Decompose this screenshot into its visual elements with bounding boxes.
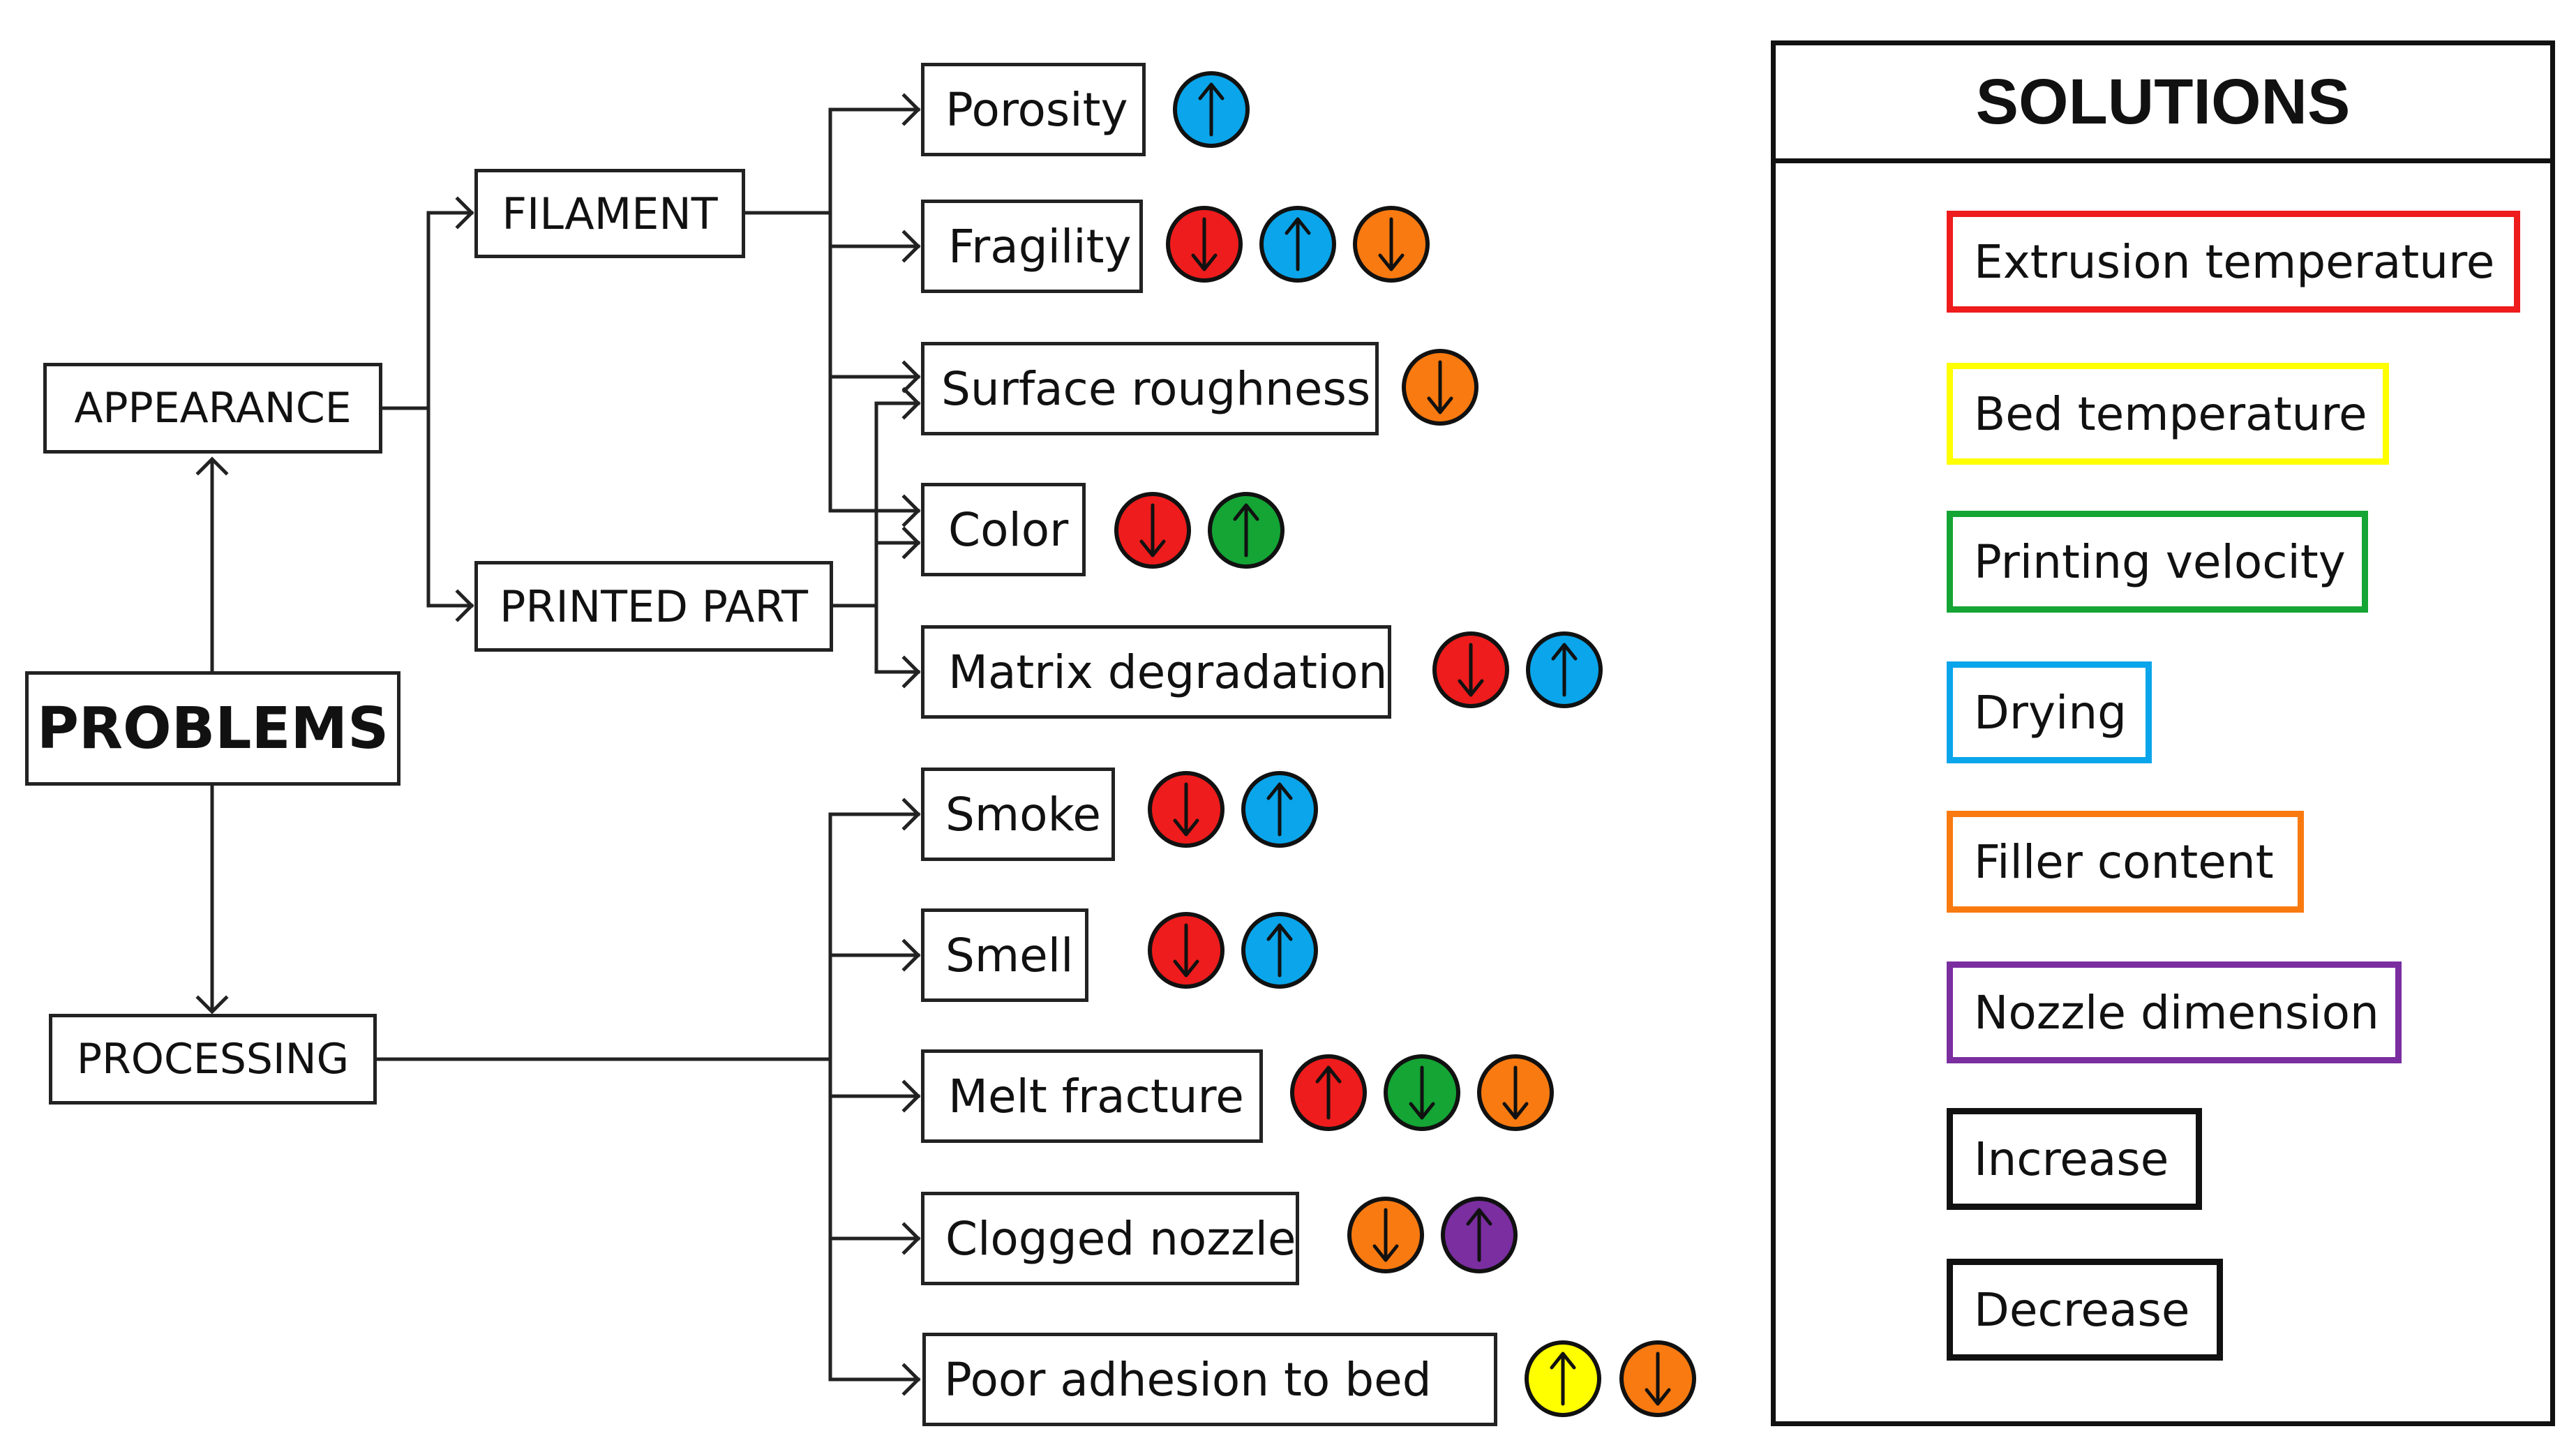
issue-surface-roughness: Surface roughness xyxy=(921,342,1379,435)
solution-circle-filler-down-icon xyxy=(1402,349,1478,426)
printed-part-to-matrix-degradation-head xyxy=(901,655,921,689)
solution-circle-filler-down-icon xyxy=(1347,1197,1424,1273)
issue-porosity: Porosity xyxy=(921,63,1146,156)
printed-part-to-color-head xyxy=(901,526,921,560)
appearance-to-printed-part-head xyxy=(455,589,474,622)
problems-to-processing-head xyxy=(195,995,229,1015)
processing-node: PROCESSING xyxy=(49,1014,377,1105)
solution-circle-bed-up-icon xyxy=(1525,1340,1601,1417)
solution-circle-velocity-down-icon xyxy=(1384,1054,1460,1131)
solution-circle-velocity-up-icon xyxy=(1208,492,1285,569)
processing-branch-1-head xyxy=(901,938,921,972)
solution-circle-extrusion-down-icon xyxy=(1148,771,1225,848)
processing-branch-2-head xyxy=(901,1079,921,1113)
appearance-node: APPEARANCE xyxy=(43,363,382,454)
filament-to-color-head xyxy=(901,494,921,527)
legend-label-bed-temperature: Bed temperature xyxy=(1947,363,2389,465)
appearance-to-filament-head xyxy=(455,196,474,230)
solution-circle-drying-up-icon xyxy=(1241,912,1318,989)
solution-circle-filler-down-icon xyxy=(1619,1340,1696,1417)
solution-circle-drying-up-icon xyxy=(1173,71,1250,148)
legend-label-drying: Drying xyxy=(1947,661,2152,763)
legend-label-increase: Increase xyxy=(1947,1108,2202,1210)
processing-branch-4-head xyxy=(901,1363,921,1396)
solution-circle-filler-down-icon xyxy=(1477,1054,1554,1131)
issue-clogged-nozzle: Clogged nozzle xyxy=(921,1192,1299,1285)
solution-circle-drying-up-icon xyxy=(1259,206,1336,283)
filament-node: FILAMENT xyxy=(474,169,745,258)
printed-part-node: PRINTED PART xyxy=(474,561,833,652)
filament-to-surface-roughness-head xyxy=(901,360,921,394)
filament-to-porosity-head xyxy=(901,93,921,126)
solution-circle-drying-up-icon xyxy=(1241,771,1318,848)
solution-circle-extrusion-down-icon xyxy=(1148,912,1225,989)
problems-node: PROBLEMS xyxy=(25,671,400,786)
filament-to-fragility-head xyxy=(901,230,921,263)
legend-label-decrease: Decrease xyxy=(1947,1259,2223,1361)
issue-matrix-degradation: Matrix degradation xyxy=(921,625,1391,719)
issue-smoke: Smoke xyxy=(921,768,1115,861)
issue-melt-fracture: Melt fracture xyxy=(921,1049,1263,1143)
issue-color: Color xyxy=(921,483,1086,576)
legend-label-filler-content: Filler content xyxy=(1947,811,2304,913)
solution-circle-filler-down-icon xyxy=(1353,206,1430,283)
printed-part-to-surface-roughness-head xyxy=(901,387,921,420)
solution-circle-extrusion-down-icon xyxy=(1432,631,1509,708)
problems-to-appearance-head xyxy=(195,456,229,476)
legend-label-extrusion-temperature: Extrusion temperature xyxy=(1947,211,2520,313)
solution-circle-extrusion-up-icon xyxy=(1290,1054,1367,1131)
solutions-title: SOLUTIONS xyxy=(1771,40,2555,163)
legend-label-nozzle-dimension: Nozzle dimension xyxy=(1947,961,2402,1063)
legend-label-printing-velocity: Printing velocity xyxy=(1947,511,2368,613)
processing-branch-3-head xyxy=(901,1222,921,1255)
solution-circle-extrusion-down-icon xyxy=(1166,206,1243,283)
issue-poor-adhesion: Poor adhesion to bed xyxy=(922,1333,1497,1426)
issue-fragility: Fragility xyxy=(921,200,1143,293)
solution-circle-nozzle-up-icon xyxy=(1441,1197,1518,1273)
solution-circle-extrusion-down-icon xyxy=(1114,492,1191,569)
solution-circle-drying-up-icon xyxy=(1526,631,1603,708)
processing-branch-0-head xyxy=(901,798,921,831)
issue-smell: Smell xyxy=(921,908,1088,1002)
